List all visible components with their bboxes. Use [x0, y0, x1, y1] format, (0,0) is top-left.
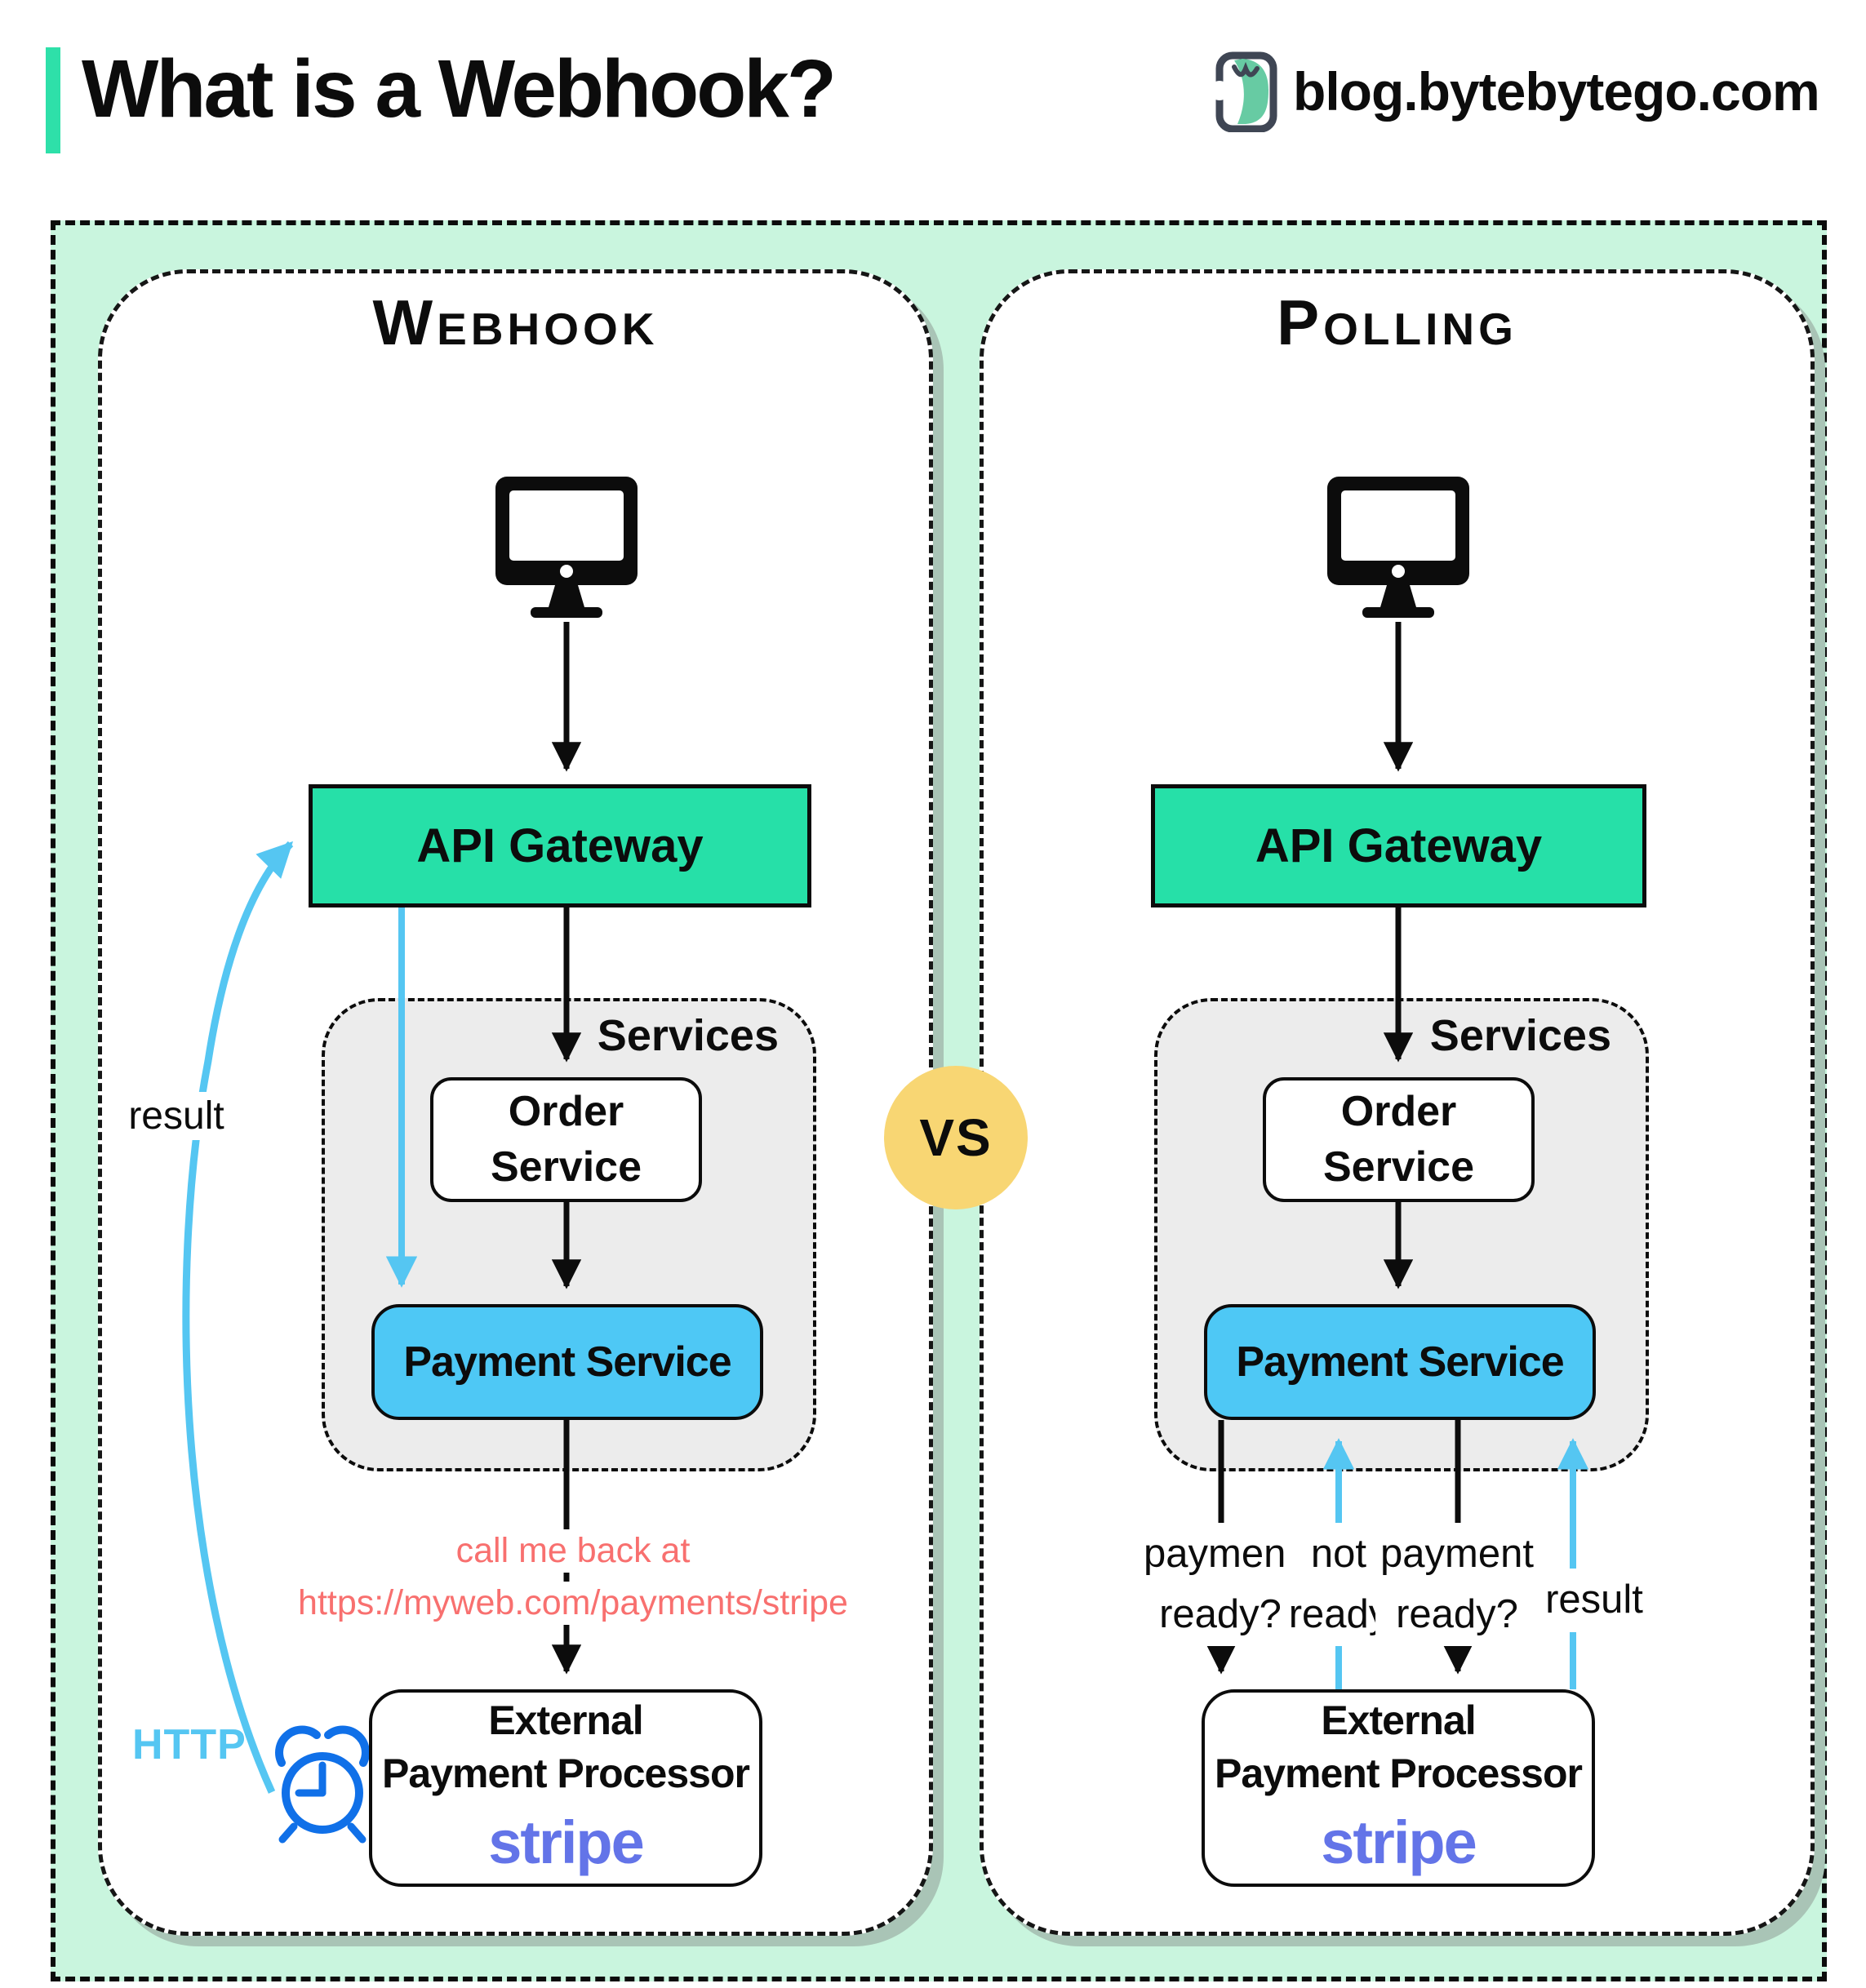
- webhook-external-line1: External: [488, 1697, 643, 1743]
- stripe-wordmark: stripe: [1321, 1808, 1477, 1876]
- webhook-external-processor-box: External Payment Processor stripe: [369, 1689, 762, 1887]
- polling-external-processor-box: External Payment Processor stripe: [1202, 1689, 1595, 1887]
- webhook-payment-service-box: Payment Service: [371, 1304, 763, 1420]
- polling-api-gateway-label: API Gateway: [1255, 819, 1543, 872]
- polling-external-line1: External: [1321, 1697, 1476, 1743]
- vs-badge: VS: [884, 1066, 1028, 1209]
- polling-services-label: Services: [1429, 1011, 1611, 1060]
- webhook-services-label: Services: [597, 1011, 779, 1060]
- stripe-wordmark: stripe: [488, 1808, 645, 1876]
- webhook-api-gateway-box: API Gateway: [309, 784, 811, 907]
- polling-label-payment-ready-2: payment ready?: [1375, 1523, 1539, 1646]
- webhook-external-line2: Payment Processor: [382, 1750, 750, 1796]
- webhook-order-line1: Order: [508, 1087, 624, 1135]
- polling-payment-label: Payment Service: [1236, 1338, 1564, 1386]
- polling-label-q1-line1: payment: [1144, 1532, 1297, 1576]
- polling-label-q1-line2: ready?: [1159, 1591, 1282, 1636]
- webhook-callback-note-line1: call me back at: [447, 1529, 699, 1573]
- polling-label-q2-line1: payment: [1380, 1532, 1534, 1576]
- site-url: blog.bytebytego.com: [1293, 61, 1820, 122]
- polling-label-nr-line1: not: [1310, 1532, 1367, 1576]
- webhook-http-label: HTTP: [132, 1721, 247, 1768]
- webhook-result-label: result: [122, 1092, 231, 1140]
- webhook-api-gateway-label: API Gateway: [416, 819, 704, 872]
- polling-order-line1: Order: [1340, 1087, 1457, 1135]
- webhook-payment-label: Payment Service: [403, 1338, 731, 1386]
- webhook-callback-note-line2: https://myweb.com/payments/stripe: [290, 1582, 856, 1625]
- webhook-order-service-box: Order Service: [430, 1077, 702, 1202]
- polling-panel-title: Polling: [1277, 286, 1517, 358]
- polling-order-line2: Service: [1322, 1143, 1475, 1191]
- polling-payment-service-box: Payment Service: [1204, 1304, 1596, 1420]
- webhook-panel-title: Webhook: [372, 286, 659, 358]
- polling-external-line2: Payment Processor: [1215, 1750, 1583, 1796]
- webhook-order-line2: Service: [490, 1143, 642, 1191]
- polling-result-label: result: [1540, 1569, 1648, 1632]
- polling-label-q2-line2: ready?: [1396, 1591, 1518, 1636]
- polling-label-nr-line2: ready: [1288, 1591, 1389, 1636]
- page-title: What is a Webhook?: [82, 43, 837, 135]
- polling-api-gateway-box: API Gateway: [1151, 784, 1646, 907]
- bytebytego-logo-icon: [1215, 51, 1277, 132]
- polling-order-service-box: Order Service: [1263, 1077, 1535, 1202]
- title-accent-bar: [46, 47, 60, 153]
- polling-label-payment-ready-1: payment ready?: [1139, 1523, 1302, 1646]
